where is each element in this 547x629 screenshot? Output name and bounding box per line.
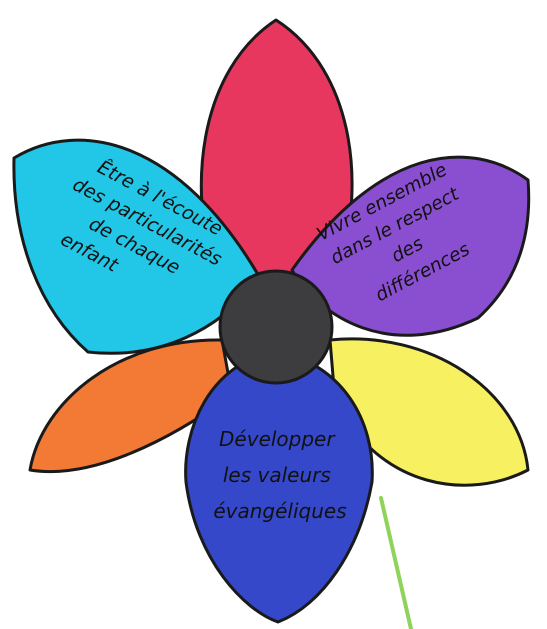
petal-left-top bbox=[12, 138, 262, 355]
petal-right-top bbox=[290, 155, 531, 337]
flower-center bbox=[218, 269, 334, 385]
flower-stem bbox=[379, 496, 413, 629]
petal-right-bottom bbox=[328, 337, 530, 487]
petal-bottom bbox=[184, 350, 374, 624]
petal-bottom-text: Développer les valeurs évangéliques bbox=[213, 427, 346, 523]
